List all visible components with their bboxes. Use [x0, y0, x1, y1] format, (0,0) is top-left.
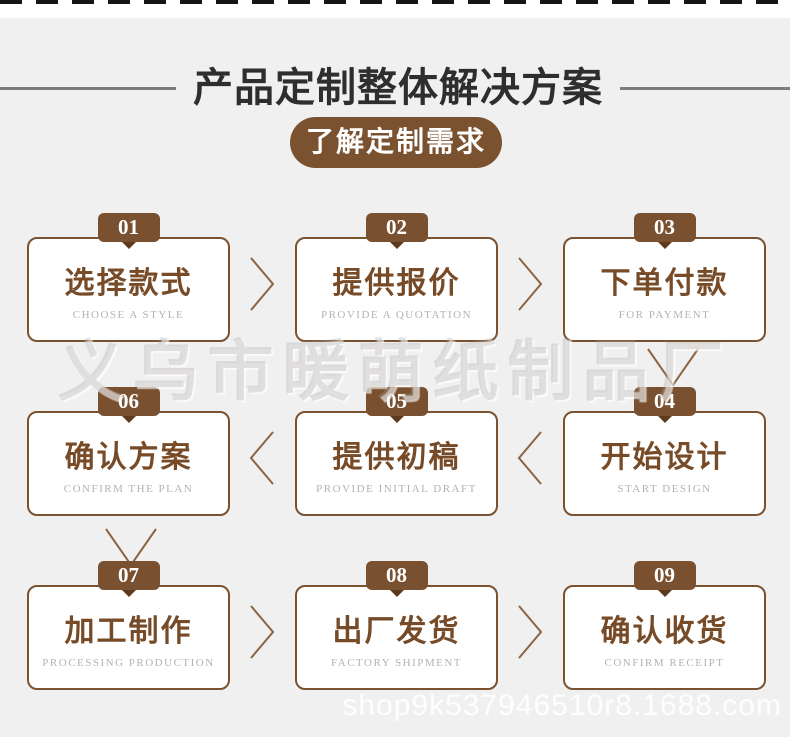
arrow-right-icon: [248, 603, 276, 661]
top-dashed-divider: [0, 0, 790, 4]
step-number-badge: 01: [97, 213, 160, 242]
step-number: 08: [386, 563, 407, 587]
arrow-left-icon: [516, 429, 544, 487]
arrow-right-icon: [248, 255, 276, 313]
step-title: 加工制作: [64, 614, 193, 648]
arrow-down-icon: [645, 346, 701, 388]
step-box: 开始设计 START DESIGN: [563, 411, 766, 516]
step-box: 下单付款 FOR PAYMENT: [563, 237, 766, 342]
step-number: 02: [386, 215, 407, 239]
step-subtitle: CHOOSE A STYLE: [72, 308, 185, 321]
page-title: 产品定制整体解决方案: [192, 65, 603, 110]
step-subtitle: PROVIDE A QUOTATION: [320, 308, 473, 321]
step-title: 提供初稿: [332, 440, 461, 474]
step-number: 04: [654, 389, 675, 413]
step-number: 07: [118, 563, 139, 587]
step-title: 出厂发货: [332, 614, 461, 648]
step-number: 01: [118, 215, 139, 239]
title-left-rule: [0, 86, 176, 90]
step-box: 确认收货 CONFIRM RECEIPT: [563, 585, 766, 690]
arrow-right-icon: [516, 603, 544, 661]
step-card-01: 01 选择款式 CHOOSE A STYLE: [27, 213, 230, 342]
step-card-04: 04 开始设计 START DESIGN: [563, 387, 766, 516]
step-subtitle: START DESIGN: [617, 482, 712, 495]
arrow-left-icon: [248, 429, 276, 487]
step-card-06: 06 确认方案 CONFIRM THE PLAN: [27, 387, 230, 516]
step-card-02: 02 提供报价 PROVIDE A QUOTATION: [295, 213, 498, 342]
step-box: 提供初稿 PROVIDE INITIAL DRAFT: [295, 411, 498, 516]
step-card-08: 08 出厂发货 FACTORY SHIPMENT: [295, 561, 498, 690]
step-number-badge: 08: [365, 561, 428, 590]
step-box: 提供报价 PROVIDE A QUOTATION: [295, 237, 498, 342]
step-subtitle: PROVIDE INITIAL DRAFT: [316, 482, 477, 495]
step-title: 选择款式: [64, 266, 193, 300]
step-number-badge: 02: [365, 213, 428, 242]
step-number-badge: 05: [365, 387, 428, 416]
step-number: 09: [654, 563, 675, 587]
step-subtitle: CONFIRM THE PLAN: [63, 482, 194, 495]
step-card-03: 03 下单付款 FOR PAYMENT: [563, 213, 766, 342]
step-title: 下单付款: [600, 266, 729, 300]
step-subtitle: CONFIRM RECEIPT: [604, 656, 725, 669]
step-number: 06: [118, 389, 139, 413]
step-number-badge: 03: [633, 213, 696, 242]
step-card-05: 05 提供初稿 PROVIDE INITIAL DRAFT: [295, 387, 498, 516]
step-title: 确认收货: [600, 614, 729, 648]
step-number: 05: [386, 389, 407, 413]
step-subtitle: FOR PAYMENT: [618, 308, 711, 321]
step-number-badge: 06: [97, 387, 160, 416]
step-card-07: 07 加工制作 PROCESSING PRODUCTION: [27, 561, 230, 690]
shop-url-watermark: shop9k537946510r8.1688.com: [342, 689, 782, 722]
step-box: 确认方案 CONFIRM THE PLAN: [27, 411, 230, 516]
step-title: 确认方案: [64, 440, 193, 474]
header: 产品定制整体解决方案: [0, 64, 790, 112]
step-title: 开始设计: [600, 440, 729, 474]
step-number-badge: 04: [633, 387, 696, 416]
step-number-badge: 07: [97, 561, 160, 590]
step-subtitle: PROCESSING PRODUCTION: [42, 656, 215, 669]
step-number-badge: 09: [633, 561, 696, 590]
step-card-09: 09 确认收货 CONFIRM RECEIPT: [563, 561, 766, 690]
arrow-right-icon: [516, 255, 544, 313]
title-right-rule: [619, 86, 790, 90]
step-box: 出厂发货 FACTORY SHIPMENT: [295, 585, 498, 690]
step-box: 选择款式 CHOOSE A STYLE: [27, 237, 230, 342]
step-title: 提供报价: [332, 266, 461, 300]
step-subtitle: FACTORY SHIPMENT: [330, 656, 463, 669]
requirements-banner-label: 了解定制需求: [305, 126, 486, 158]
requirements-banner: 了解定制需求: [290, 117, 502, 168]
step-box: 加工制作 PROCESSING PRODUCTION: [27, 585, 230, 690]
step-number: 03: [654, 215, 675, 239]
